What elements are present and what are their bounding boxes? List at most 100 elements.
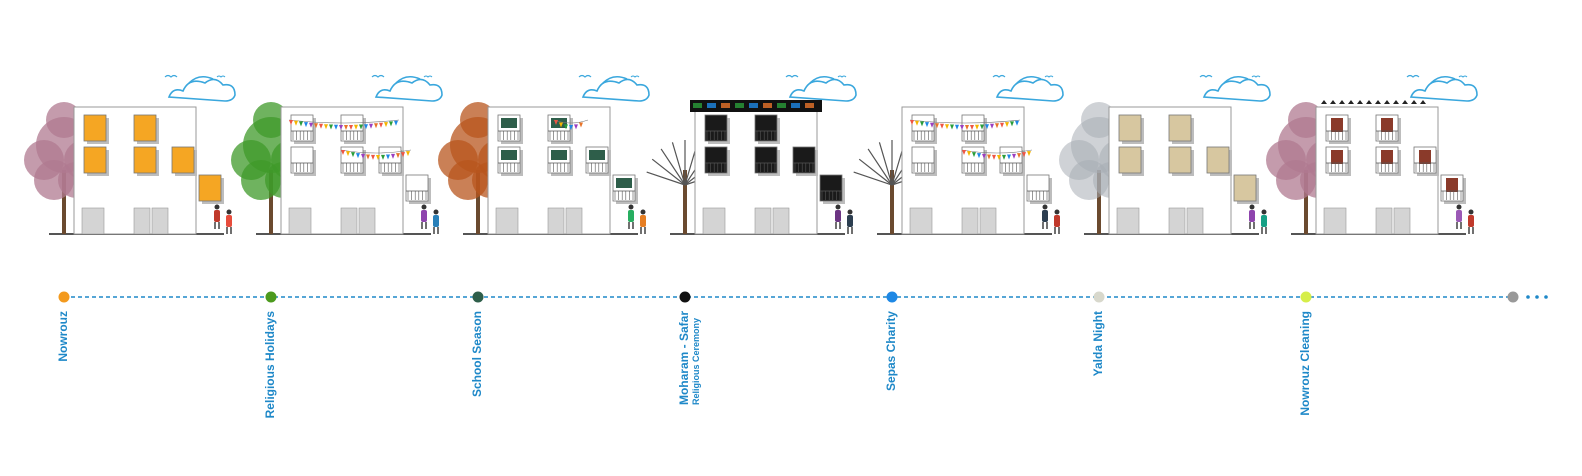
window [1168,114,1194,144]
bunting [340,149,412,160]
banner-pattern [777,103,786,108]
bunting-flag [1005,122,1009,128]
bunting-flag [554,120,558,125]
bunting-flag [569,125,573,130]
bunting-flag [1027,151,1031,157]
person-icon [1261,209,1267,234]
bunting-flag [356,153,360,159]
tree-foliage [1081,102,1117,138]
bird-icon [1321,100,1327,104]
tree-foliage [460,102,496,138]
window-frame [198,174,222,202]
tree-foliage [253,102,289,138]
tree-branch [651,158,686,186]
window [405,174,431,204]
bunting-flag [1010,121,1014,127]
bunting-flag [910,120,914,125]
bunting-flag [304,122,308,128]
window-frame [911,146,935,174]
bird-icon [1393,100,1399,104]
bird-icon [164,74,178,78]
window [83,114,109,144]
scene-building [231,74,443,235]
bunting-flag [935,123,939,129]
tree-trunk [1097,170,1101,234]
door [340,207,358,235]
window [704,114,730,144]
bird-icon [1044,75,1054,78]
event-name: Moharam - Safar [677,311,691,406]
bunting-flag [945,124,949,130]
timeline-continue-dot [1526,295,1530,299]
window-frame [1026,174,1050,202]
window-frame [911,114,935,142]
window-frame [290,114,314,142]
bird-icon [1458,75,1468,78]
cloud-icon [1199,74,1271,102]
bunting [961,149,1033,160]
window-frame [1118,146,1142,174]
bunting-flag [319,123,323,129]
window [612,174,638,204]
door [565,207,583,235]
bunting-flag [294,120,298,126]
bunting-flag [346,151,350,157]
window [1118,146,1144,176]
bird-icon [1199,74,1213,78]
window [792,146,818,176]
timeline-label: Yalda Night [1091,311,1105,376]
door [358,207,376,235]
bird-icon [1366,100,1372,104]
timeline-dot [886,291,898,303]
door [1116,207,1140,235]
carpet [1331,150,1343,164]
window [133,146,159,176]
window [1168,146,1194,176]
bunting-flag [1015,120,1019,126]
door [495,207,519,235]
bunting-flag [381,154,385,160]
timeline-dot [58,291,70,303]
tree-trunk [1304,170,1308,234]
bird-icon [1384,100,1390,104]
bird-icon [1357,100,1363,104]
person-icon [640,209,646,234]
window [340,146,366,176]
window [198,174,224,204]
event-name: Nowrouz [56,311,70,362]
bunting-flag [1007,154,1011,160]
timeline-label: Nowrouz Cleaning [1298,311,1312,416]
window-frame [83,114,107,142]
tree-branch [660,148,686,186]
scene-building [24,74,236,235]
window [171,146,197,176]
door [1393,207,1411,235]
tree-branch [858,158,893,186]
bird-icon [1406,74,1420,78]
banner-pattern [693,103,702,108]
person-icon [433,209,439,234]
event-name: Nowrouz Cleaning [1298,311,1312,416]
bunting-flag [990,123,994,129]
banner-pattern [721,103,730,108]
window [1233,174,1259,204]
bunting-flag [389,121,393,127]
bunting-flag [391,153,395,159]
chalkboard [501,150,517,160]
bird-icon [992,74,1006,78]
window [497,114,523,144]
cloud-icon [1406,74,1478,102]
person-icon [1456,204,1462,229]
bunting-flag [376,155,380,160]
bird-icon [371,74,385,78]
bunting-flag [334,124,338,130]
person-icon [847,209,853,234]
bunting-flag [967,151,971,157]
bunting-flag [950,124,954,130]
cloud-icon [992,74,1064,102]
window-frame [378,146,402,174]
bunting-flag [977,153,981,159]
window [83,146,109,176]
